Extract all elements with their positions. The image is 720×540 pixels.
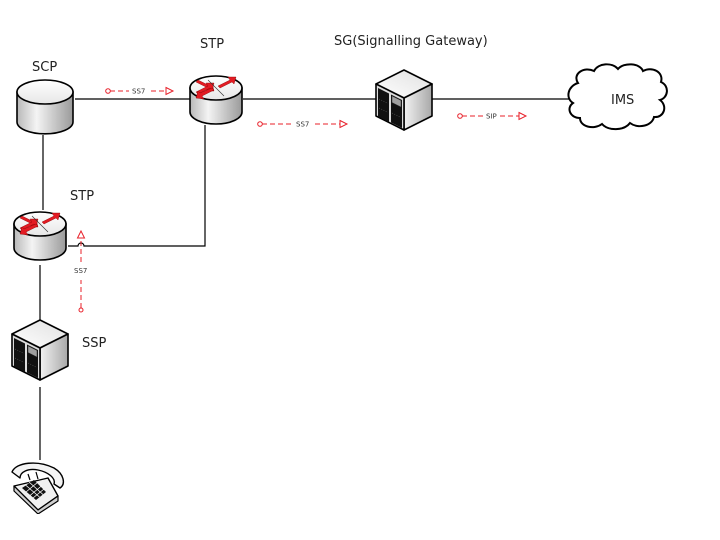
- node-label-sg: SG(Signalling Gateway): [334, 34, 488, 49]
- node-phone[interactable]: [11, 462, 65, 514]
- signal-label: SS7: [74, 267, 87, 275]
- node-label-ssp: SSP: [82, 336, 107, 351]
- node-label-stp-top: STP: [200, 37, 224, 52]
- signal-sg-ims: SIP: [457, 111, 528, 121]
- cloud-icon: [567, 63, 668, 131]
- signal-label: SS7: [132, 88, 145, 96]
- node-label-stp-left: STP: [70, 189, 94, 204]
- telephone-icon: [11, 462, 65, 514]
- server-icon: [375, 69, 433, 131]
- router-icon: [13, 211, 67, 261]
- node-scp[interactable]: SCP: [16, 60, 74, 135]
- signal-ssp-stp: SS7: [74, 229, 87, 313]
- node-ssp[interactable]: SSP: [11, 319, 107, 381]
- server-icon: [11, 319, 69, 381]
- node-ims[interactable]: IMS: [567, 63, 668, 131]
- link-stp-left-stp-top: [68, 125, 206, 247]
- node-label-scp: SCP: [32, 60, 57, 75]
- signal-scp-stp: SS7: [105, 86, 175, 96]
- signal-label: SS7: [296, 121, 309, 129]
- signal-label: SIP: [486, 113, 497, 121]
- links: [39, 98, 570, 460]
- router-icon: [189, 75, 243, 125]
- database-cylinder-icon: [16, 79, 74, 135]
- node-sg[interactable]: SG(Signalling Gateway): [334, 34, 488, 131]
- node-label-ims: IMS: [611, 93, 634, 108]
- node-stp-left[interactable]: STP: [13, 189, 94, 261]
- node-stp-top[interactable]: STP: [189, 37, 243, 125]
- signal-stp-sg: SS7: [257, 119, 349, 129]
